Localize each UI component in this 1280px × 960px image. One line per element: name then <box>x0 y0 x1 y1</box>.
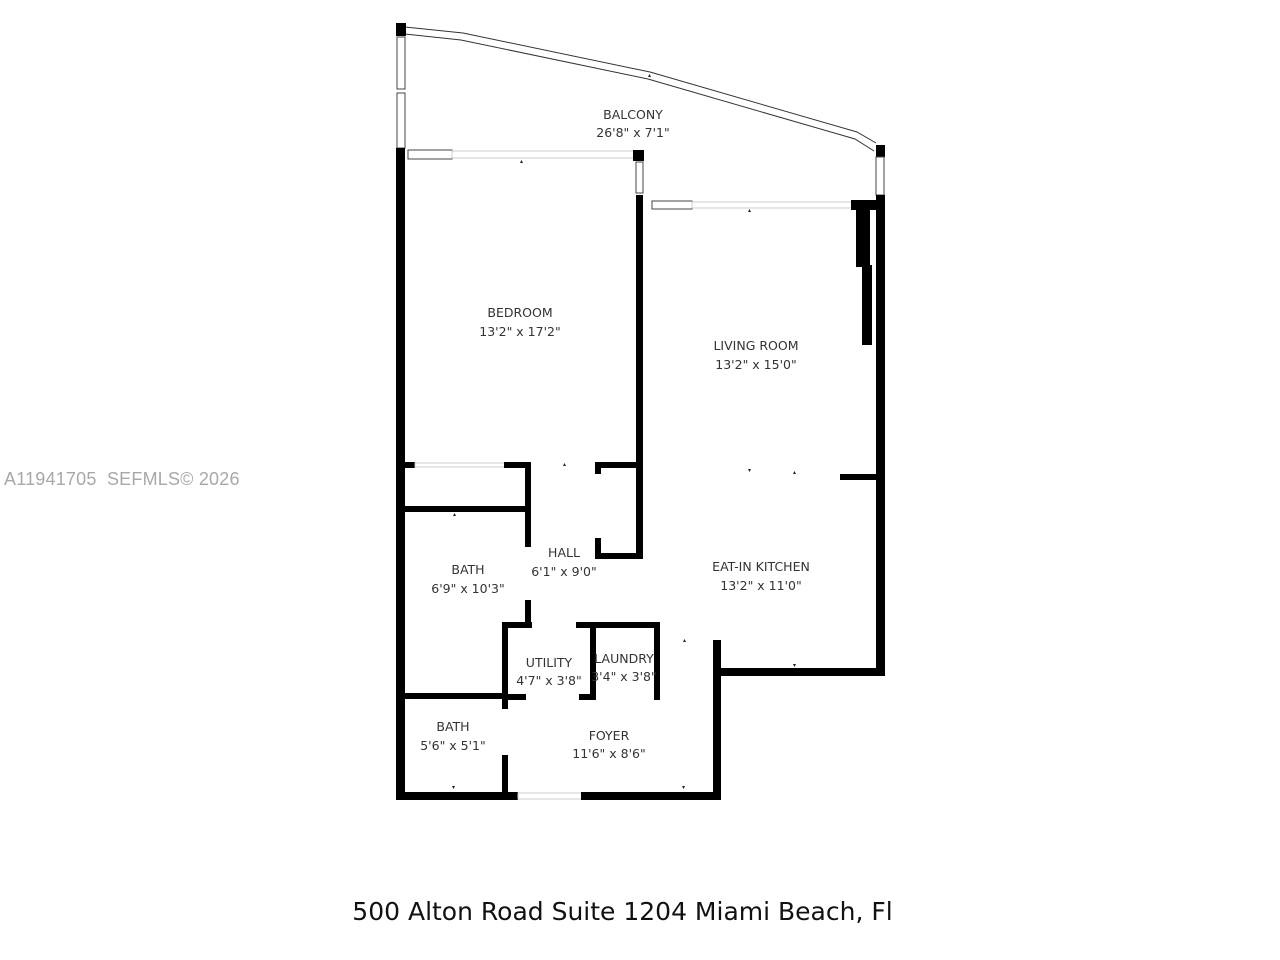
hall-closet-right <box>636 462 643 559</box>
utility-bottom-right <box>579 694 596 700</box>
balcony-window-left-2 <box>396 92 406 149</box>
room-dims-living-room: 13'2" x 15'0" <box>715 357 796 372</box>
laundry-right-wall <box>654 622 660 700</box>
wall-bedroom-living <box>636 195 643 465</box>
marker-arrow <box>748 469 751 472</box>
marker-arrow <box>648 74 651 77</box>
room-name-balcony: BALCONY <box>603 107 663 122</box>
marker-arrow <box>682 786 685 789</box>
hall-closet-left-top <box>595 462 601 474</box>
bath-right-wall-lower <box>525 600 531 625</box>
room-dims-bath-main: 6'9" x 10'3" <box>431 581 504 596</box>
balcony-window-left-1 <box>396 36 406 90</box>
room-name-living-room: LIVING ROOM <box>713 338 798 353</box>
closet-wall-top-right <box>504 462 531 468</box>
wall-left-exterior <box>396 148 405 800</box>
bottom-wall-right <box>581 792 721 800</box>
marker-arrow <box>563 463 566 466</box>
fireplace-column <box>856 205 870 267</box>
room-name-bedroom: BEDROOM <box>487 305 552 320</box>
utility-top-left <box>502 622 532 628</box>
marker-arrow <box>452 786 455 789</box>
room-dims-eat-in-kitchen: 13'2" x 11'0" <box>720 578 801 593</box>
room-dims-foyer: 11'6" x 8'6" <box>572 746 645 761</box>
address-caption: 500 Alton Road Suite 1204 Miami Beach, F… <box>352 897 893 926</box>
room-dims-utility: 4'7" x 3'8" <box>516 673 582 688</box>
bedroom-corner-post <box>633 150 644 161</box>
bedroom-slider[interactable] <box>451 150 635 159</box>
balcony-post-right <box>876 145 885 157</box>
bath-small-right-upper <box>502 693 508 709</box>
marker-arrow <box>793 471 796 474</box>
entry-door[interactable] <box>517 792 583 800</box>
balcony-post-left <box>396 23 406 36</box>
room-name-foyer: FOYER <box>589 728 630 743</box>
utility-left-wall <box>502 622 508 702</box>
bottom-wall-left <box>396 792 518 800</box>
room-name-utility: UTILITY <box>526 655 573 670</box>
balcony-window-right <box>875 156 885 196</box>
room-name-laundry: LAUNDRY <box>594 651 654 666</box>
room-name-eat-in-kitchen: EAT-IN KITCHEN <box>712 559 810 574</box>
hall-closet-left-bottom <box>595 538 601 558</box>
room-dims-hall: 6'1" x 9'0" <box>531 564 597 579</box>
bedroom-window <box>407 149 453 160</box>
room-name-hall: HALL <box>548 545 580 560</box>
marker-arrow <box>793 664 796 667</box>
utility-top-right <box>576 622 660 628</box>
room-dims-laundry: 3'4" x 3'8" <box>591 669 657 684</box>
utility-bottom-left <box>502 694 526 700</box>
closet-wall-right <box>525 462 531 547</box>
balcony-railing-inner <box>404 33 875 152</box>
bath-top-wall <box>405 506 531 512</box>
mls-watermark: A11941705 SEFMLS© 2026 <box>4 469 240 489</box>
room-dims-bath-small: 5'6" x 5'1" <box>420 738 486 753</box>
kitchen-bottom-wall <box>715 668 885 676</box>
marker-arrow <box>520 160 523 163</box>
closet-door[interactable] <box>414 462 506 468</box>
living-slider[interactable] <box>691 201 853 209</box>
room-dims-balcony: 26'8" x 7'1" <box>596 125 669 140</box>
room-dims-bedroom: 13'2" x 17'2" <box>479 324 560 339</box>
living-kitchen-stub <box>840 474 880 480</box>
closet-wall-top-left <box>405 462 415 468</box>
fireplace-column-lower <box>862 265 872 345</box>
bedroom-side-window <box>635 161 644 194</box>
room-name-bath-small: BATH <box>436 719 469 734</box>
balcony-railing <box>404 26 877 144</box>
foyer-right-wall <box>713 640 721 800</box>
living-window <box>651 200 693 210</box>
hall-closet-bottom <box>595 553 643 559</box>
marker-arrow <box>748 209 751 212</box>
marker-arrow <box>683 639 686 642</box>
wall-right-exterior <box>876 195 885 676</box>
bath-small-top-wall <box>405 693 505 699</box>
utility-laundry-divider <box>590 622 596 700</box>
hall-closet-top <box>595 462 643 468</box>
marker-arrow <box>453 513 456 516</box>
room-name-bath-main: BATH <box>451 562 484 577</box>
bath-small-right-lower <box>502 755 508 800</box>
